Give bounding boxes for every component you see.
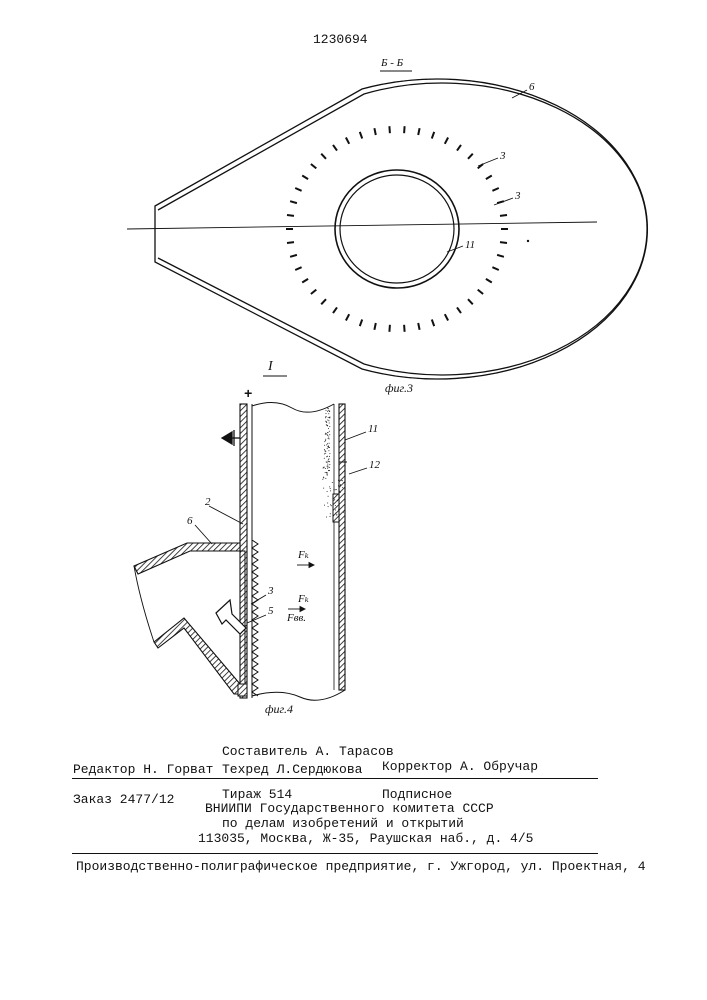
fig4-label-pipe: 11 [368,424,378,435]
plus-sign: + [244,388,252,402]
force-label-top: Fₖ [298,550,309,561]
fig4-label-insert: 5 [268,606,274,617]
org-line-2: по делам изобретений и открытий [222,817,464,830]
fig4-caption: фиг.4 [265,703,293,715]
print-run: Тираж 514 [222,788,292,801]
fig4-label-inlet: 6 [187,516,193,527]
address: 113035, Москва, Ж-35, Раушская наб., д. … [198,832,533,845]
compiler: Составитель А. Тарасов [222,745,394,758]
inlet-lower-wall [154,618,240,694]
insert-foot [238,684,247,696]
inlet-upper-wall [134,543,240,574]
fig4-label-wall: 2 [205,497,211,508]
view-label: I [268,360,273,374]
org-line-1: ВНИИПИ Государственного комитета СССР [205,802,494,815]
inlet-break [134,566,154,642]
fig4-label-slots: 3 [268,586,274,597]
divider-2 [72,853,598,854]
techred: Техред Л.Сердюкова [222,763,362,776]
editor: Редактор Н. Горват [73,763,213,776]
order: Заказ 2477/12 [73,793,174,806]
corrector: Корректор А. Обручар [382,760,538,773]
ground-arrow [222,430,240,446]
force-label-mid: Fₖ [298,594,309,605]
break-line-bottom [252,690,345,700]
fig4-label-gap: 12 [369,460,380,471]
printer: Производственно-полиграфическое предприя… [76,860,646,873]
serrated-slots [252,540,258,696]
break-line-top [252,402,334,412]
right-wall [339,404,345,690]
subscription: Подписное [382,788,452,801]
divider-1 [72,778,598,779]
force-label-low: Fвв. [287,613,306,624]
